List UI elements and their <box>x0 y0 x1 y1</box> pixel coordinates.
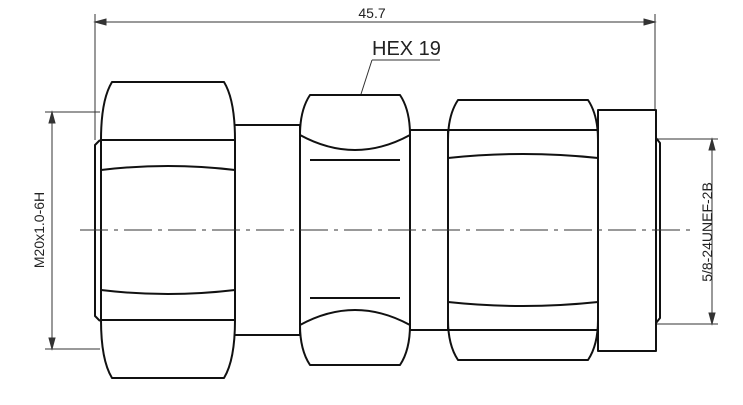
middle-hex-edge-1 <box>299 134 411 151</box>
left-hex-edge-3 <box>100 289 236 295</box>
right-hex-edge-2 <box>447 153 599 159</box>
overall-length-label: 45.7 <box>358 5 385 21</box>
neck-left <box>233 124 301 336</box>
left-thread-label: M20x1.0-6H <box>31 192 47 268</box>
right-thread-dimension <box>655 137 718 326</box>
left-arrow-top <box>48 110 56 124</box>
left-arrow-bottom <box>48 337 56 351</box>
right-hex-edge-3 <box>447 301 599 307</box>
right-thread-label: 5/8-24UNEF-2B <box>699 182 715 282</box>
left-thread-dimension <box>45 110 100 351</box>
middle-hex-edge-2 <box>299 309 411 326</box>
arrow-left <box>93 18 107 26</box>
right-arrow-top <box>708 137 716 151</box>
left-hex-edge-2 <box>100 165 236 171</box>
arrow-right <box>643 18 657 26</box>
right-arrow-bottom <box>708 312 716 326</box>
hex-callout-label: HEX 19 <box>372 38 441 60</box>
